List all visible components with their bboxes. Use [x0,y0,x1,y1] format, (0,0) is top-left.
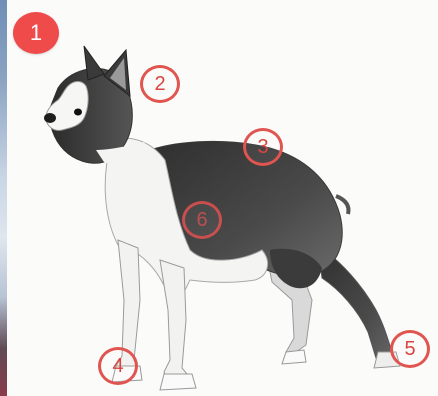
callout-6: 6 [182,201,222,239]
callout-3: 3 [243,128,283,166]
step-number-badge: 1 [13,12,59,54]
callout-2: 2 [140,65,180,103]
callout-4: 4 [98,347,138,385]
callout-5: 5 [390,330,430,368]
